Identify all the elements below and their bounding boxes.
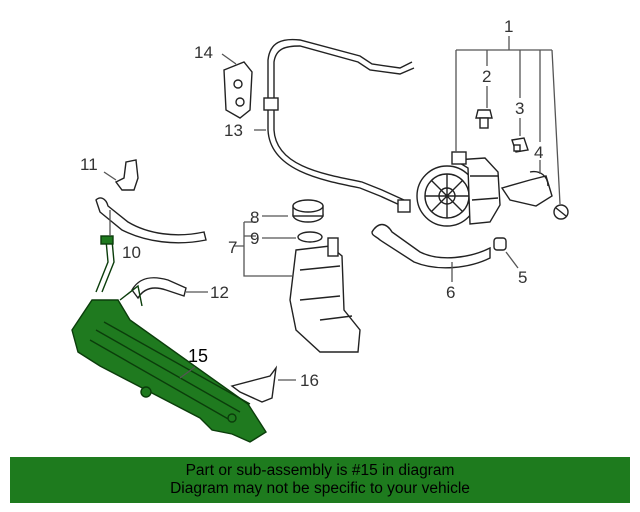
callout-14: 14 bbox=[194, 43, 213, 62]
bolt-1b[interactable] bbox=[553, 204, 569, 220]
bolt-2[interactable] bbox=[475, 109, 493, 129]
bracket-16[interactable] bbox=[230, 365, 278, 403]
pressure-line-13[interactable] bbox=[263, 38, 415, 213]
clamp-5[interactable] bbox=[493, 237, 507, 251]
callout-16: 16 bbox=[300, 371, 319, 390]
clip-11[interactable] bbox=[114, 159, 139, 191]
pump-assembly[interactable] bbox=[416, 151, 501, 227]
hose-6[interactable] bbox=[371, 223, 491, 269]
callout-13: 13 bbox=[224, 121, 243, 140]
bolt-3[interactable] bbox=[511, 137, 529, 153]
callout-10: 10 bbox=[122, 243, 141, 262]
bracket-14[interactable] bbox=[223, 61, 253, 119]
part-info-banner: Part or sub-assembly is #15 in diagram D… bbox=[10, 457, 630, 503]
callout-1: 1 bbox=[504, 17, 513, 36]
callout-8: 8 bbox=[250, 208, 259, 227]
parts-diagram: 1 2 3 4 5 6 7 8 9 10 11 12 13 14 15 16 bbox=[71, 17, 569, 443]
hose-10[interactable] bbox=[95, 197, 207, 244]
callout-6: 6 bbox=[446, 283, 455, 302]
callout-11: 11 bbox=[80, 155, 98, 174]
banner-line-2: Diagram may not be specific to your vehi… bbox=[170, 480, 470, 497]
callout-4: 4 bbox=[534, 143, 543, 162]
callout-3: 3 bbox=[515, 99, 524, 118]
cooler-15[interactable] bbox=[71, 235, 267, 443]
callout-2: 2 bbox=[482, 67, 491, 86]
hose-12[interactable] bbox=[131, 277, 187, 300]
leader-lines bbox=[103, 36, 561, 381]
reservoir-7[interactable] bbox=[289, 237, 361, 353]
callout-7: 7 bbox=[228, 238, 237, 257]
callout-15: 15 bbox=[188, 346, 208, 366]
fitting-4[interactable] bbox=[500, 170, 553, 207]
banner-line-1: Part or sub-assembly is #15 in diagram bbox=[185, 462, 455, 479]
callout-12: 12 bbox=[210, 283, 229, 302]
cap-8[interactable] bbox=[292, 199, 324, 223]
callout-9: 9 bbox=[250, 229, 259, 248]
callout-5: 5 bbox=[518, 268, 527, 287]
seal-9[interactable] bbox=[297, 231, 323, 243]
